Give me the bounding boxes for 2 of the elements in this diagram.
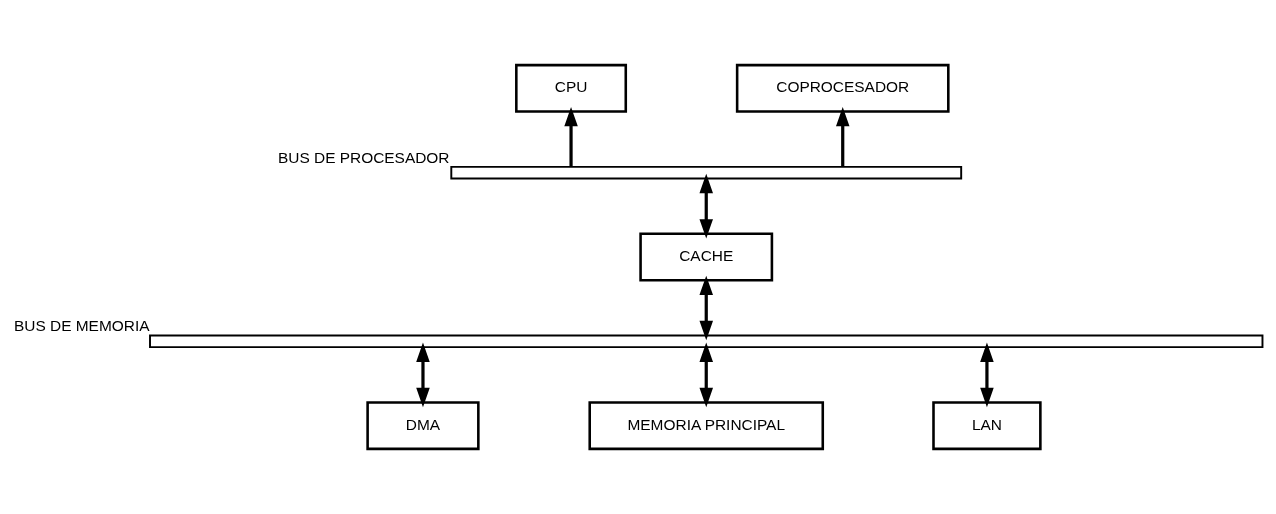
- node-label: BUS DE MEMORIA: [14, 317, 150, 335]
- node-label: BUS DE PROCESADOR: [277, 148, 450, 166]
